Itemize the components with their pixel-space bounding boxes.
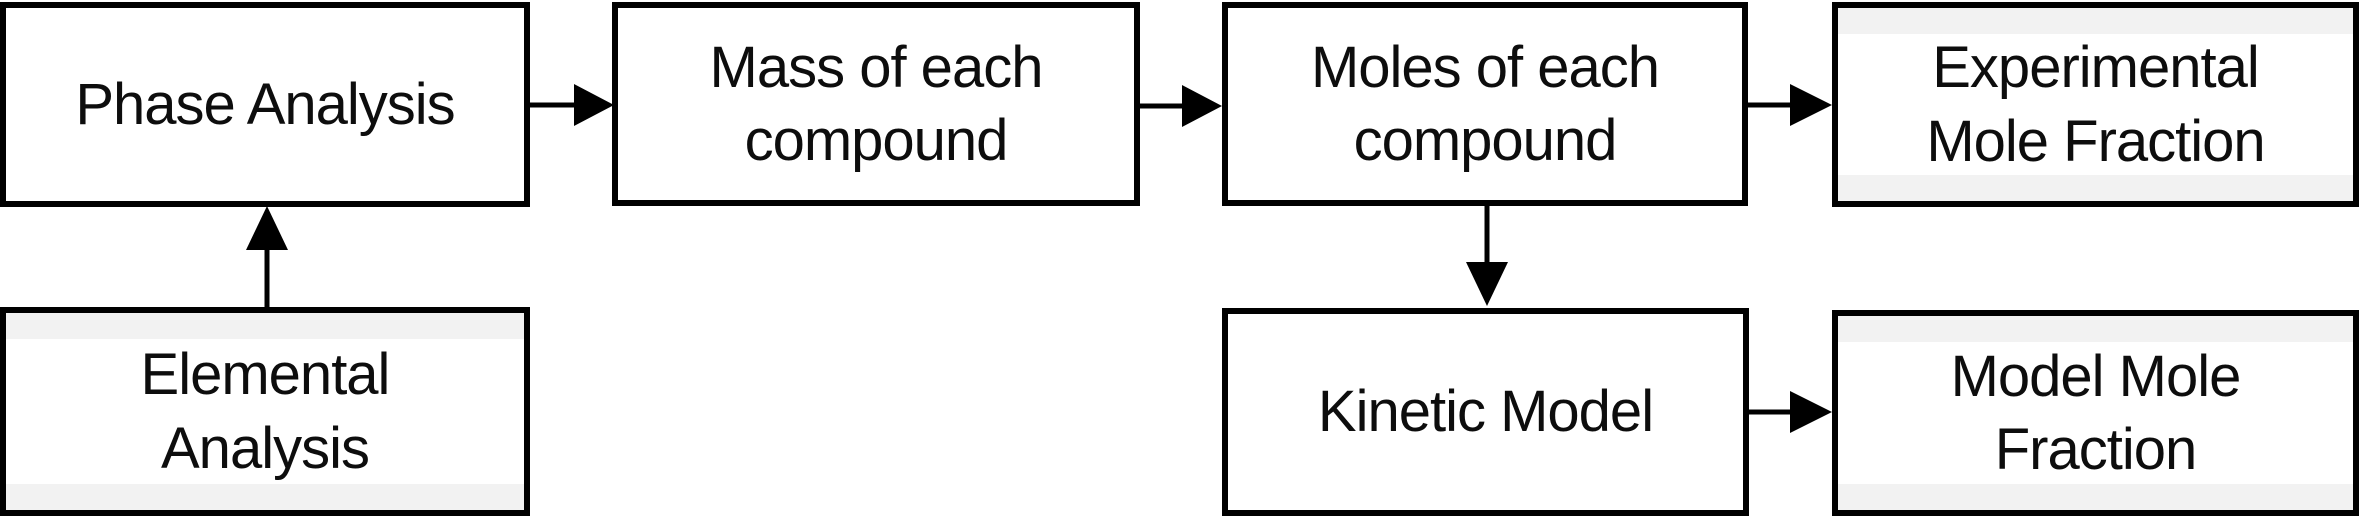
node-model-mole-fraction: Model Mole Fraction [1832,310,2359,516]
arrow-right-phase-to-mass-icon [530,84,614,126]
node-elemental-analysis: Elemental Analysis [0,307,530,516]
node-kinetic-model: Kinetic Model [1222,308,1749,516]
node-experimental-mole-fraction: Experimental Mole Fraction [1832,2,2359,207]
arrow-right-kinetic-to-model-icon [1749,391,1832,433]
node-moles-of-each-compound: Moles of each compound [1222,2,1748,206]
arrow-up-elemental-to-phase-icon [246,206,288,308]
node-mass-of-each-compound: Mass of each compound [612,2,1140,206]
arrow-right-moles-to-experimental-icon [1748,84,1832,126]
arrow-down-moles-to-kinetic-icon [1466,206,1508,306]
arrow-right-mass-to-moles-icon [1140,85,1222,127]
node-phase-analysis: Phase Analysis [0,2,530,207]
